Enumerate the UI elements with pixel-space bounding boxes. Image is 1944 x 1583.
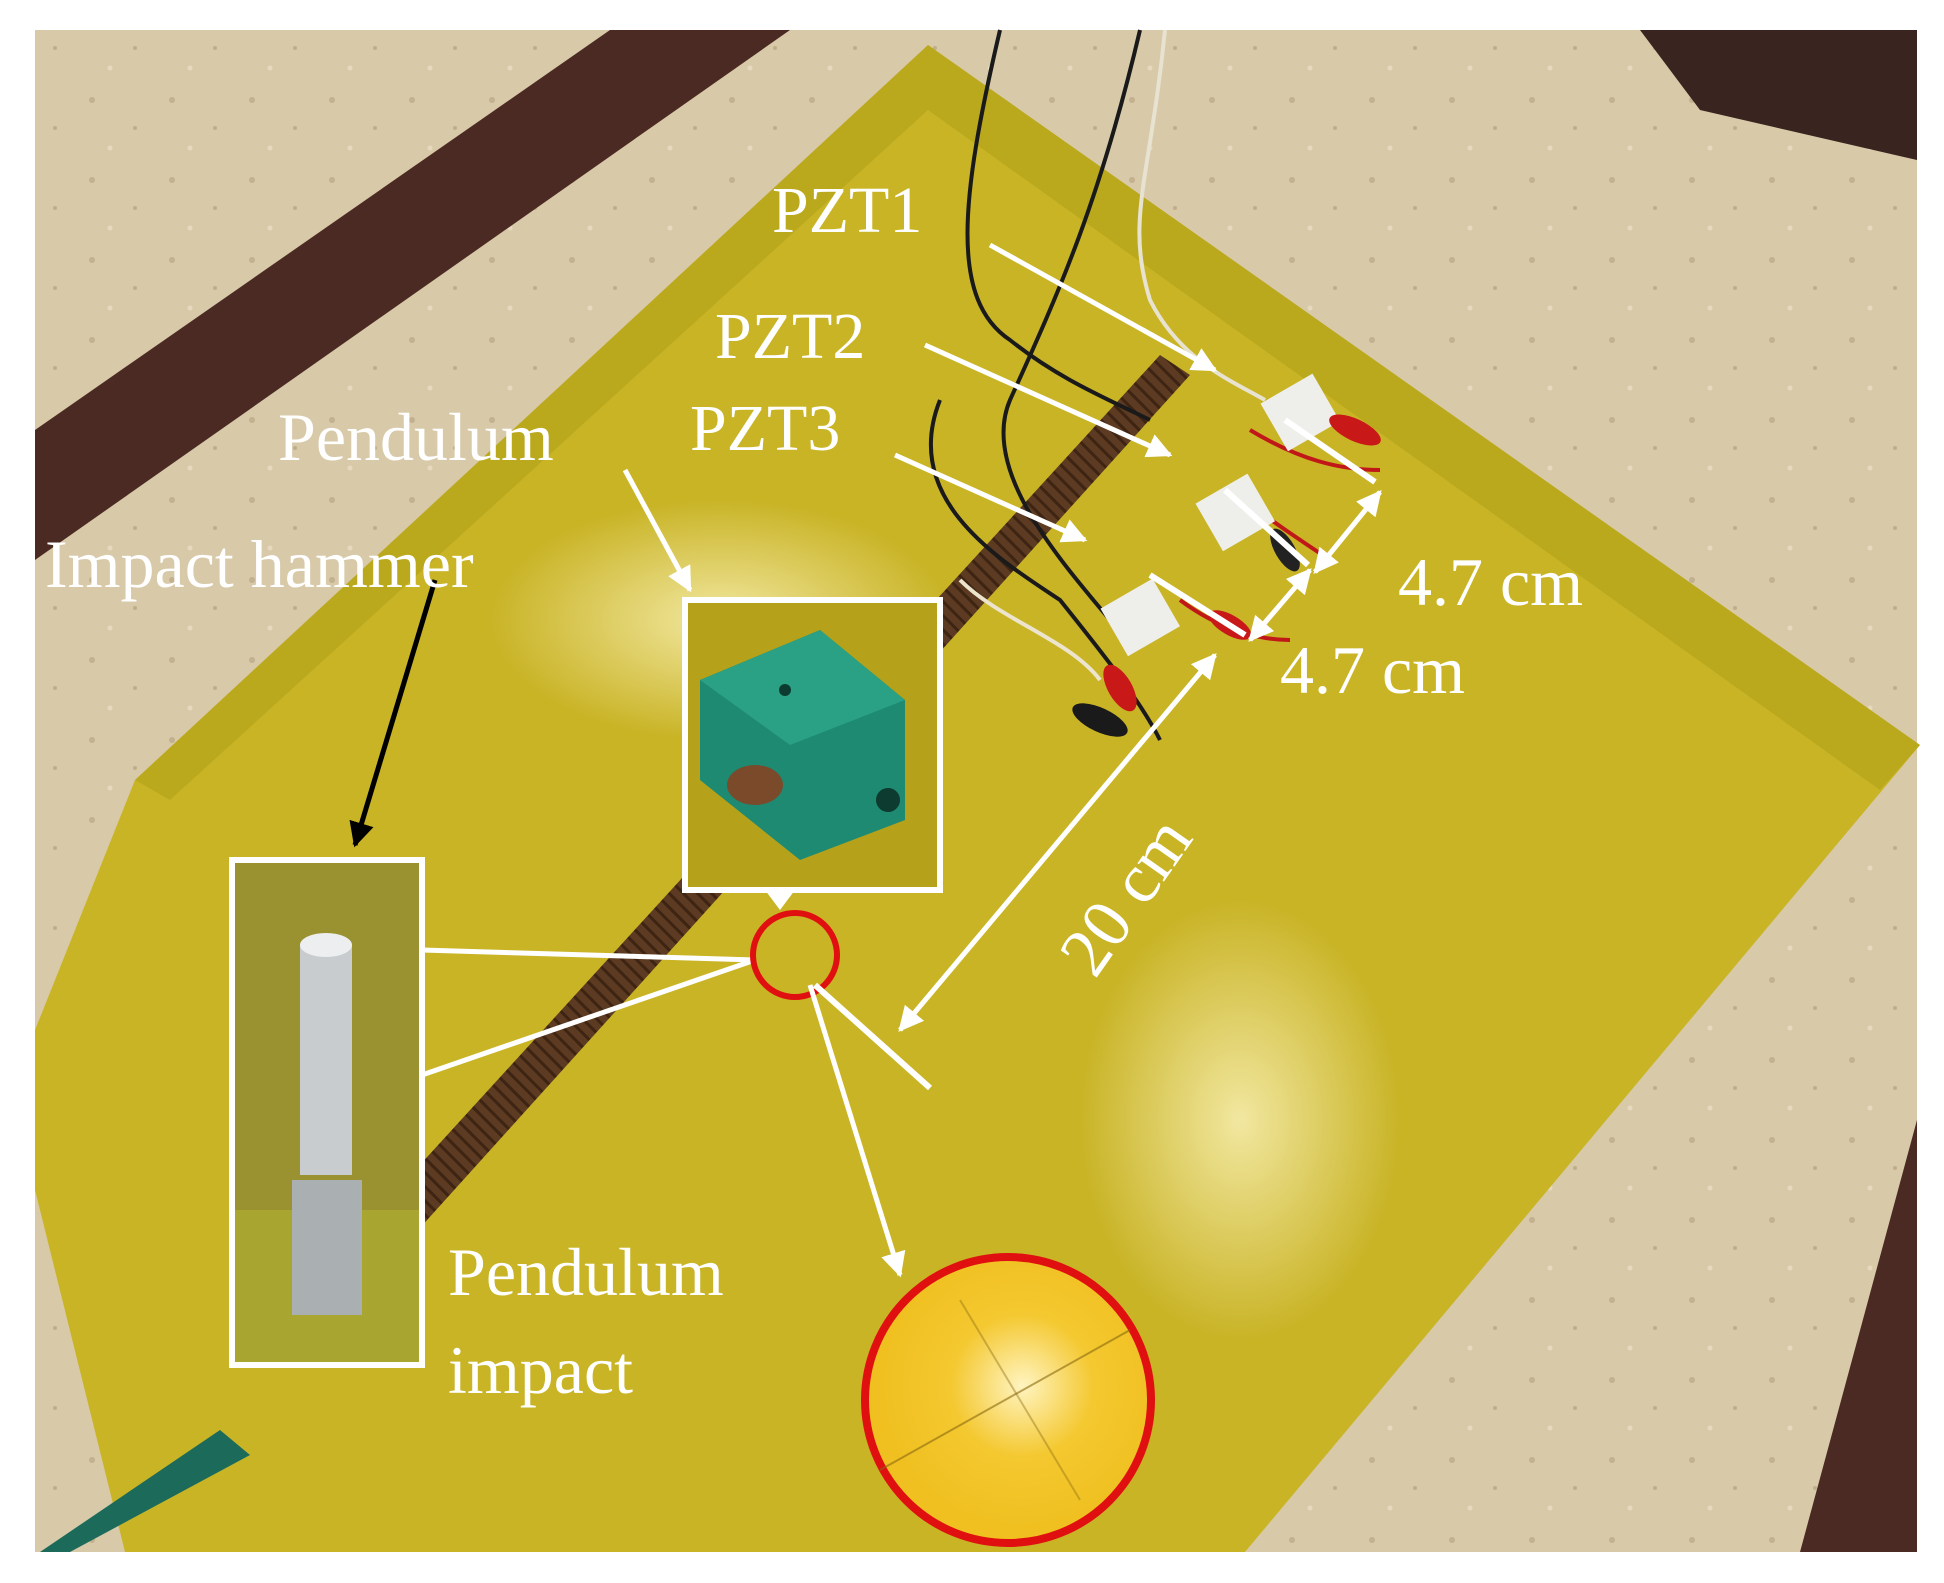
pendulum-zoom-box xyxy=(682,597,943,910)
arrow-impact-hammer xyxy=(349,579,438,848)
arrow-pzt3 xyxy=(893,452,1088,543)
arrow-pendulum xyxy=(622,468,693,593)
label-pendulum-impact-line2: impact xyxy=(448,1332,633,1408)
tick-pzt3 xyxy=(1148,572,1247,638)
arrow-to-zoom xyxy=(807,984,906,1278)
label-pendulum-impact-line1: Pendulum xyxy=(448,1234,724,1310)
impact-hammer-inset xyxy=(229,857,756,1368)
arrow-pzt2 xyxy=(923,342,1173,458)
floor-rail-bottom-right xyxy=(1800,1120,1917,1552)
label-pzt2: PZT2 xyxy=(715,300,865,373)
label-pzt1: PZT1 xyxy=(772,174,922,247)
label-spacing-2: 4.7 cm xyxy=(1280,632,1465,708)
tick-impact xyxy=(812,982,933,1091)
impact-point-marker xyxy=(750,910,840,1000)
tick-pzt1 xyxy=(1283,417,1377,485)
label-impact-hammer: Impact hammer xyxy=(45,526,474,602)
impact-zoom-circle xyxy=(861,1253,1155,1547)
label-pendulum: Pendulum xyxy=(278,399,554,475)
label-pzt3: PZT3 xyxy=(690,392,840,465)
floor-rail-top-right xyxy=(1640,30,1917,160)
annotation-arrows xyxy=(622,242,1382,1278)
label-spacing-1: 4.7 cm xyxy=(1398,544,1583,620)
tick-pzt2 xyxy=(1222,487,1311,568)
floor-rail-left xyxy=(35,30,790,560)
dimension-arrow-spacing-1 xyxy=(1313,490,1382,574)
dimension-arrow-20cm xyxy=(898,653,1217,1032)
arrow-pzt1 xyxy=(988,242,1218,373)
dimension-arrow-spacing-2 xyxy=(1248,568,1312,642)
